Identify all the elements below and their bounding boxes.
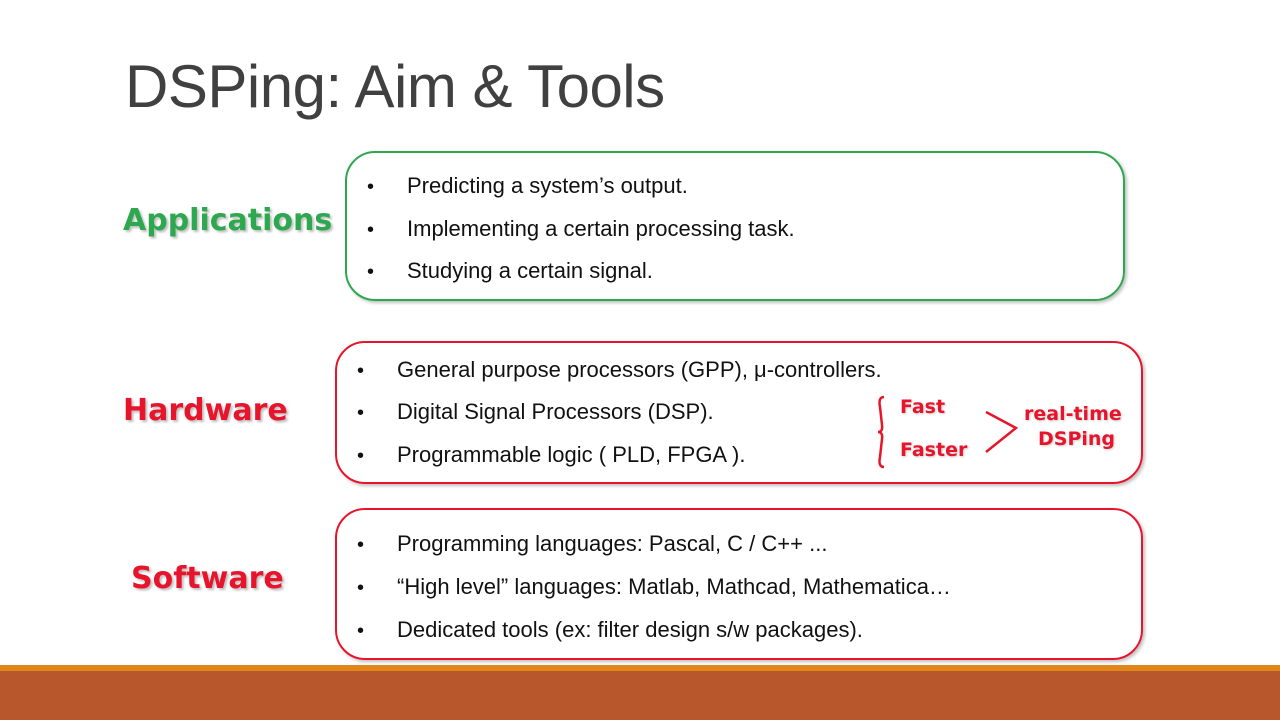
bullet: • [357, 445, 365, 467]
item-text: Studying a certain signal. [407, 258, 653, 283]
list-item: • General purpose processors (GPP), μ-con… [357, 357, 882, 383]
fast-note: Fast [900, 396, 946, 418]
bullet: • [357, 620, 365, 642]
bullet: • [357, 534, 365, 556]
bullet: • [357, 360, 365, 382]
list-item: • Dedicated tools (ex: filter design s/w … [357, 617, 863, 643]
list-item: • Programmable logic ( PLD, FPGA ). [357, 442, 745, 468]
realtime-note-line1: real-time [1024, 403, 1122, 425]
bullet: • [367, 176, 375, 198]
item-text: General purpose processors (GPP), μ-cont… [397, 357, 882, 382]
hardware-label: Hardware [123, 393, 288, 428]
applications-box: • Predicting a system’s output. • Implemen… [345, 151, 1125, 301]
item-text: Digital Signal Processors (DSP). [397, 399, 714, 424]
software-label: Software [131, 561, 284, 596]
bullet: • [357, 402, 365, 424]
item-text: Programming languages: Pascal, C / C++ .… [397, 531, 828, 556]
fast-brace-icon [877, 395, 885, 469]
footer-accent-line [0, 665, 1280, 671]
item-text: Programmable logic ( PLD, FPGA ). [397, 442, 746, 467]
list-item: • Digital Signal Processors (DSP). [357, 399, 714, 425]
greater-than-icon [985, 410, 1019, 453]
realtime-note-line2: DSPing [1038, 428, 1116, 450]
software-box: • Programming languages: Pascal, C / C++ … [335, 508, 1143, 660]
list-item: • Programming languages: Pascal, C / C++ … [357, 531, 827, 557]
bullet: • [357, 577, 365, 599]
list-item: • Implementing a certain processing task. [367, 216, 795, 242]
bullet: • [367, 219, 375, 241]
item-text: Predicting a system’s output. [407, 173, 688, 198]
faster-note: Faster [900, 439, 968, 461]
bullet: • [367, 261, 375, 283]
list-item: • Predicting a system’s output. [367, 173, 688, 199]
applications-label: Applications [123, 203, 333, 238]
slide-title: DSPing: Aim & Tools [125, 53, 665, 120]
list-item: • Studying a certain signal. [367, 258, 653, 284]
hardware-box: • General purpose processors (GPP), μ-con… [335, 341, 1143, 484]
item-text: Implementing a certain processing task. [407, 216, 795, 241]
footer-bar [0, 671, 1280, 720]
list-item: • “High level” languages: Matlab, Mathcad… [357, 574, 951, 600]
item-text: Dedicated tools (ex: filter design s/w p… [397, 617, 863, 642]
item-text: “High level” languages: Matlab, Mathcad,… [397, 574, 951, 599]
